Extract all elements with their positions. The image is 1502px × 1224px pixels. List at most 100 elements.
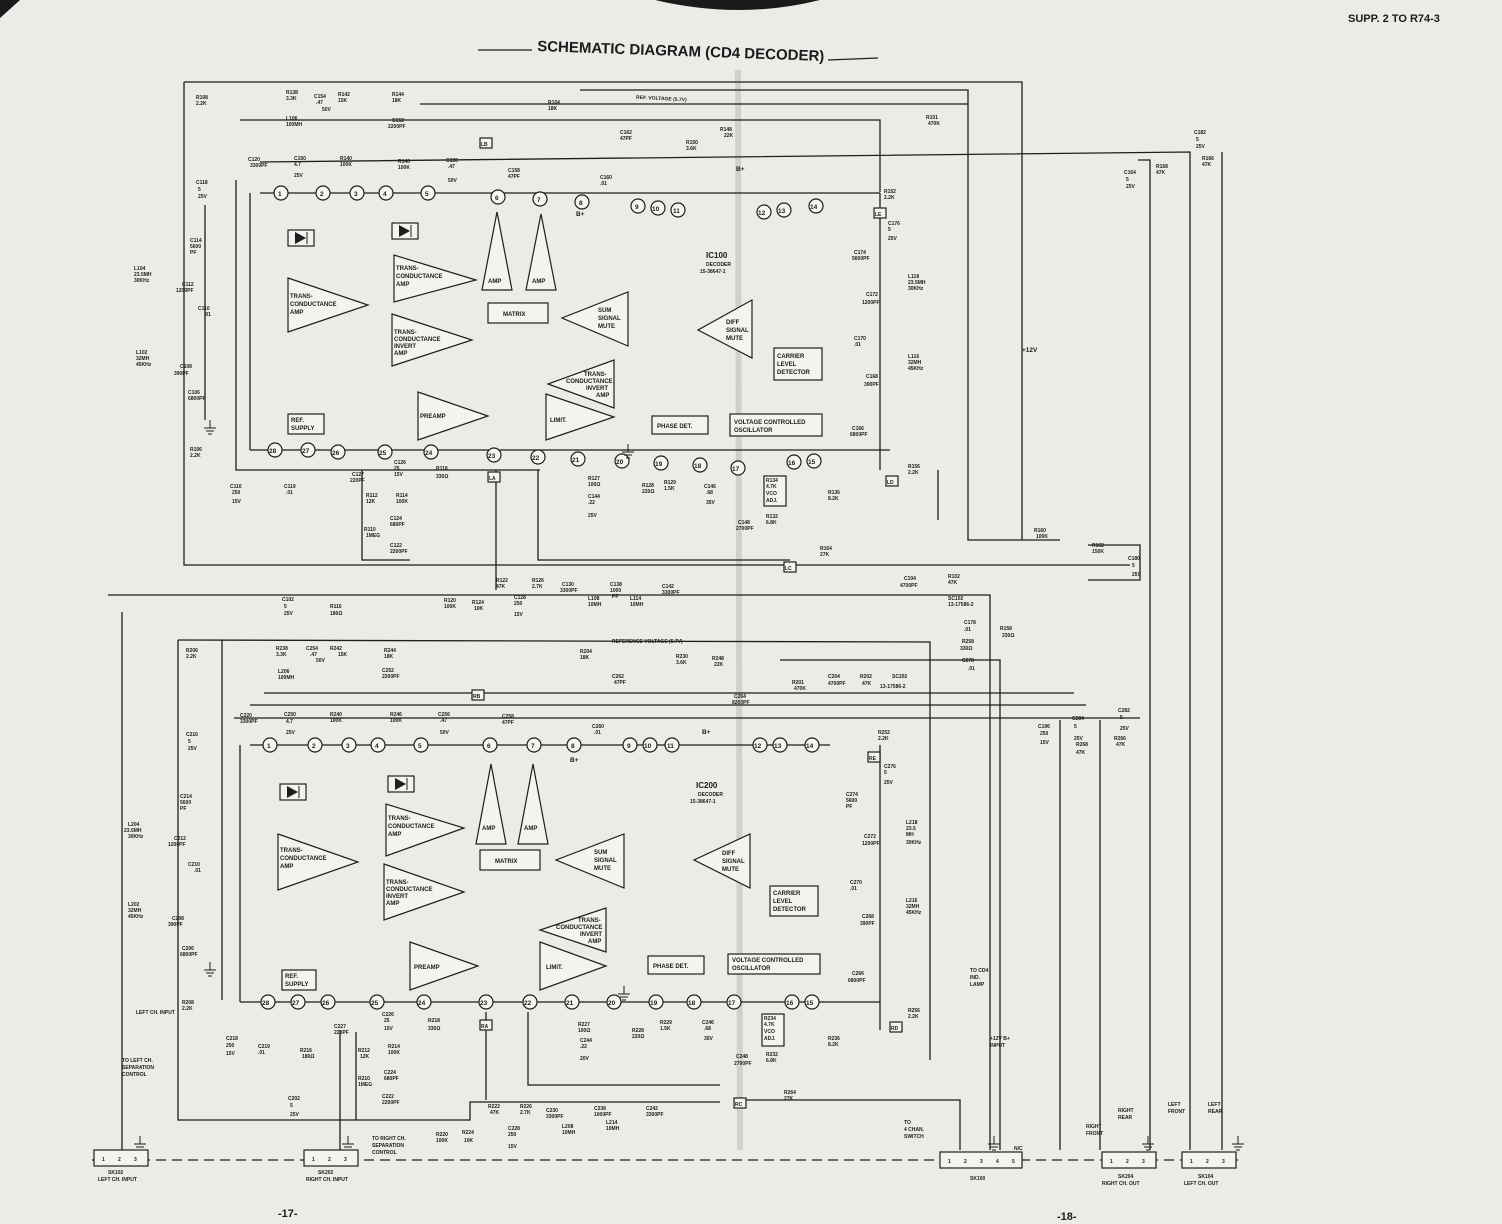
svg-text:INVERT: INVERT [586,386,608,392]
svg-text:SWITCH: SWITCH [904,1134,924,1140]
svg-text:2.2K: 2.2K [196,101,207,107]
svg-text:C202: C202 [288,1096,300,1102]
svg-text:21: 21 [572,457,580,464]
svg-text:TRANS-: TRANS- [386,880,409,886]
bottom-preamp: PREAMP [409,941,480,991]
svg-text:AMP: AMP [394,351,407,357]
svg-text:220Ω: 220Ω [632,1034,644,1040]
bottom-diff-signal-mute: DIFF SIGNAL MUTE [692,833,751,889]
bottom-tags: RB RE RA RD RC [471,689,903,1109]
svg-text:1: 1 [267,743,271,750]
svg-text:SEPARATION: SEPARATION [122,1065,154,1071]
svg-text:.01: .01 [204,312,211,318]
svg-text:50V: 50V [316,658,326,664]
svg-text:L202: L202 [128,902,140,908]
top-ref-voltage: REF. VOLTAGE (5.7V) [636,95,687,104]
svg-text:R244: R244 [384,648,396,654]
svg-text:R228: R228 [632,1028,644,1034]
top-transconductance-amp: TRANS- CONDUCTANCE AMP [287,277,370,333]
svg-text:R150: R150 [686,140,698,146]
svg-text:C178: C178 [964,620,976,626]
svg-text:2.2K: 2.2K [908,470,919,476]
svg-text:15-38647-1: 15-38647-1 [690,799,716,805]
svg-text:27K: 27K [784,1096,794,1102]
svg-text:4: 4 [383,191,387,198]
svg-text:250: 250 [1040,731,1049,737]
svg-text:.01: .01 [850,886,857,892]
svg-text:6.8K: 6.8K [766,1058,777,1064]
svg-text:CONTROL: CONTROL [122,1072,147,1078]
svg-text:DIFF: DIFF [726,320,740,326]
svg-text:C224: C224 [384,1070,396,1076]
svg-text:680PF: 680PF [390,522,405,528]
svg-text:20: 20 [608,1000,616,1007]
svg-text:5: 5 [1132,563,1135,569]
svg-text:TRANS-: TRANS- [394,330,417,336]
svg-text:C170: C170 [854,336,866,342]
svg-text:5: 5 [418,743,422,750]
svg-text:C148: C148 [738,520,750,526]
svg-text:100Ω: 100Ω [578,1028,590,1034]
svg-text:4700PF: 4700PF [828,681,846,687]
svg-text:12K: 12K [366,499,376,505]
svg-text:C116: C116 [230,484,242,490]
svg-text:220Ω: 220Ω [642,489,654,495]
svg-text:18K: 18K [580,655,590,661]
svg-text:10: 10 [644,743,652,750]
svg-text:10MH: 10MH [562,1130,576,1136]
svg-text:330Ω: 330Ω [1002,633,1014,639]
svg-text:R152: R152 [884,189,896,195]
svg-text:R238: R238 [276,646,288,652]
svg-text:3.3K: 3.3K [276,652,287,658]
svg-text:C220: C220 [240,713,252,719]
svg-text:4.7K: 4.7K [764,1022,775,1028]
svg-text:6800PF: 6800PF [180,952,198,958]
svg-text:SIGNAL: SIGNAL [726,328,749,334]
bottom-ic-top-pins: 1 2 3 4 5 6 7 8 9 10 11 12 13 14 [262,737,820,753]
svg-text:47K: 47K [1202,162,1212,168]
svg-text:C284: C284 [1072,716,1084,722]
svg-text:5: 5 [888,227,891,233]
svg-text:TRANS-: TRANS- [388,816,411,822]
svg-text:C166: C166 [852,426,864,432]
svg-text:R224: R224 [462,1130,474,1136]
svg-text:REAR: REAR [1118,1115,1133,1121]
svg-text:8: 8 [571,743,575,750]
bottom-ref-supply: REF. SUPPLY [281,969,317,991]
svg-text:SUM: SUM [598,308,611,314]
svg-text:47PF: 47PF [502,720,514,726]
svg-text:23: 23 [480,1000,488,1007]
svg-text:5: 5 [290,1103,293,1109]
svg-text:250: 250 [514,601,523,607]
svg-text:TRANS-: TRANS- [584,372,607,378]
svg-text:19: 19 [650,1000,658,1007]
svg-text:47PF: 47PF [508,174,520,180]
svg-text:C206: C206 [182,946,194,952]
svg-text:C128: C128 [514,595,526,601]
svg-text:15V: 15V [384,1026,394,1032]
svg-text:LC: LC [785,566,792,572]
top-transconductance-invert-amp-2: TRANS- CONDUCTANCE INVERT AMP [546,359,615,409]
svg-text:R222: R222 [488,1104,500,1110]
svg-text:LEFT: LEFT [1168,1102,1181,1108]
svg-text:SK102: SK102 [108,1170,124,1176]
svg-text:R248: R248 [712,656,724,662]
svg-text:INVERT: INVERT [394,344,416,350]
svg-text:25V: 25V [1126,184,1136,190]
svg-text:R122: R122 [496,578,508,584]
svg-text:R106: R106 [190,447,202,453]
svg-text:ADJ.: ADJ. [764,1036,776,1042]
svg-text:100Ω: 100Ω [588,482,600,488]
svg-text:2.2K: 2.2K [182,1006,193,1012]
top-diodes [287,222,419,247]
svg-text:100MH: 100MH [278,675,295,681]
svg-text:TRANS-: TRANS- [290,294,313,300]
svg-text:LEFT CH. OUT: LEFT CH. OUT [1184,1181,1218,1187]
svg-text:35V: 35V [704,1036,714,1042]
svg-text:TRANS-: TRANS- [578,918,601,924]
svg-text:390PF: 390PF [174,371,189,377]
svg-text:C130: C130 [562,582,574,588]
svg-text:2700PF: 2700PF [736,526,754,532]
top-amp-a: AMP [481,211,513,291]
svg-text:CONTROL: CONTROL [372,1150,397,1156]
